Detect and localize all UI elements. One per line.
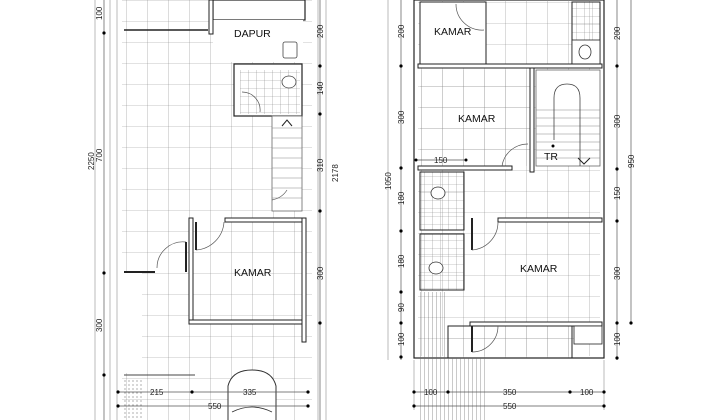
room-label-kamar-1: KAMAR — [434, 26, 472, 38]
stair-arrow-icon — [281, 119, 293, 127]
total-height-dim: 2250 — [87, 152, 96, 170]
svg-text:700: 700 — [95, 148, 104, 162]
svg-text:100: 100 — [424, 388, 438, 397]
svg-text:180: 180 — [397, 254, 406, 268]
toilet-icon — [428, 261, 444, 275]
sink-icon — [282, 41, 298, 59]
stair-arrow-icon — [577, 157, 591, 165]
svg-text:150: 150 — [434, 156, 448, 165]
svg-text:200: 200 — [397, 24, 406, 38]
toilet-icon — [578, 44, 592, 60]
svg-text:215: 215 — [150, 388, 164, 397]
car-icon — [227, 369, 277, 420]
svg-text:180: 180 — [397, 191, 406, 205]
svg-text:90: 90 — [397, 303, 406, 312]
svg-text:350: 350 — [503, 388, 517, 397]
svg-text:310: 310 — [316, 158, 325, 172]
room-label-dapur: DAPUR — [234, 28, 271, 40]
svg-text:300: 300 — [95, 318, 104, 332]
room-label-kamar-3: KAMAR — [520, 263, 558, 275]
svg-text:300: 300 — [397, 110, 406, 124]
ground-floor-plan: DAPUR KAMAR 100 700 300 2250 200 140 310… — [87, 0, 340, 420]
room-label-kamar-2: KAMAR — [458, 113, 496, 125]
toilet-icon — [430, 186, 446, 200]
svg-text:140: 140 — [316, 81, 325, 95]
svg-text:300: 300 — [316, 266, 325, 280]
svg-text:550: 550 — [503, 402, 517, 411]
upper-floor-plan: TR 150 KAMAR KAMAR KAMAR — [384, 0, 636, 420]
svg-text:950: 950 — [627, 154, 636, 168]
svg-text:335: 335 — [243, 388, 257, 397]
svg-text:2178: 2178 — [331, 164, 340, 182]
svg-text:100: 100 — [613, 332, 622, 346]
svg-text:100: 100 — [397, 332, 406, 346]
svg-text:150: 150 — [613, 186, 622, 200]
svg-text:300: 300 — [613, 266, 622, 280]
svg-text:100: 100 — [95, 6, 104, 20]
room-label-tr: TR — [544, 151, 558, 163]
svg-text:200: 200 — [613, 26, 622, 40]
toilet-icon — [281, 75, 297, 89]
room-label-kamar: KAMAR — [234, 267, 272, 279]
svg-text:1050: 1050 — [384, 172, 393, 190]
svg-text:550: 550 — [208, 402, 222, 411]
svg-text:100: 100 — [580, 388, 594, 397]
svg-text:300: 300 — [613, 114, 622, 128]
svg-text:200: 200 — [316, 24, 325, 38]
